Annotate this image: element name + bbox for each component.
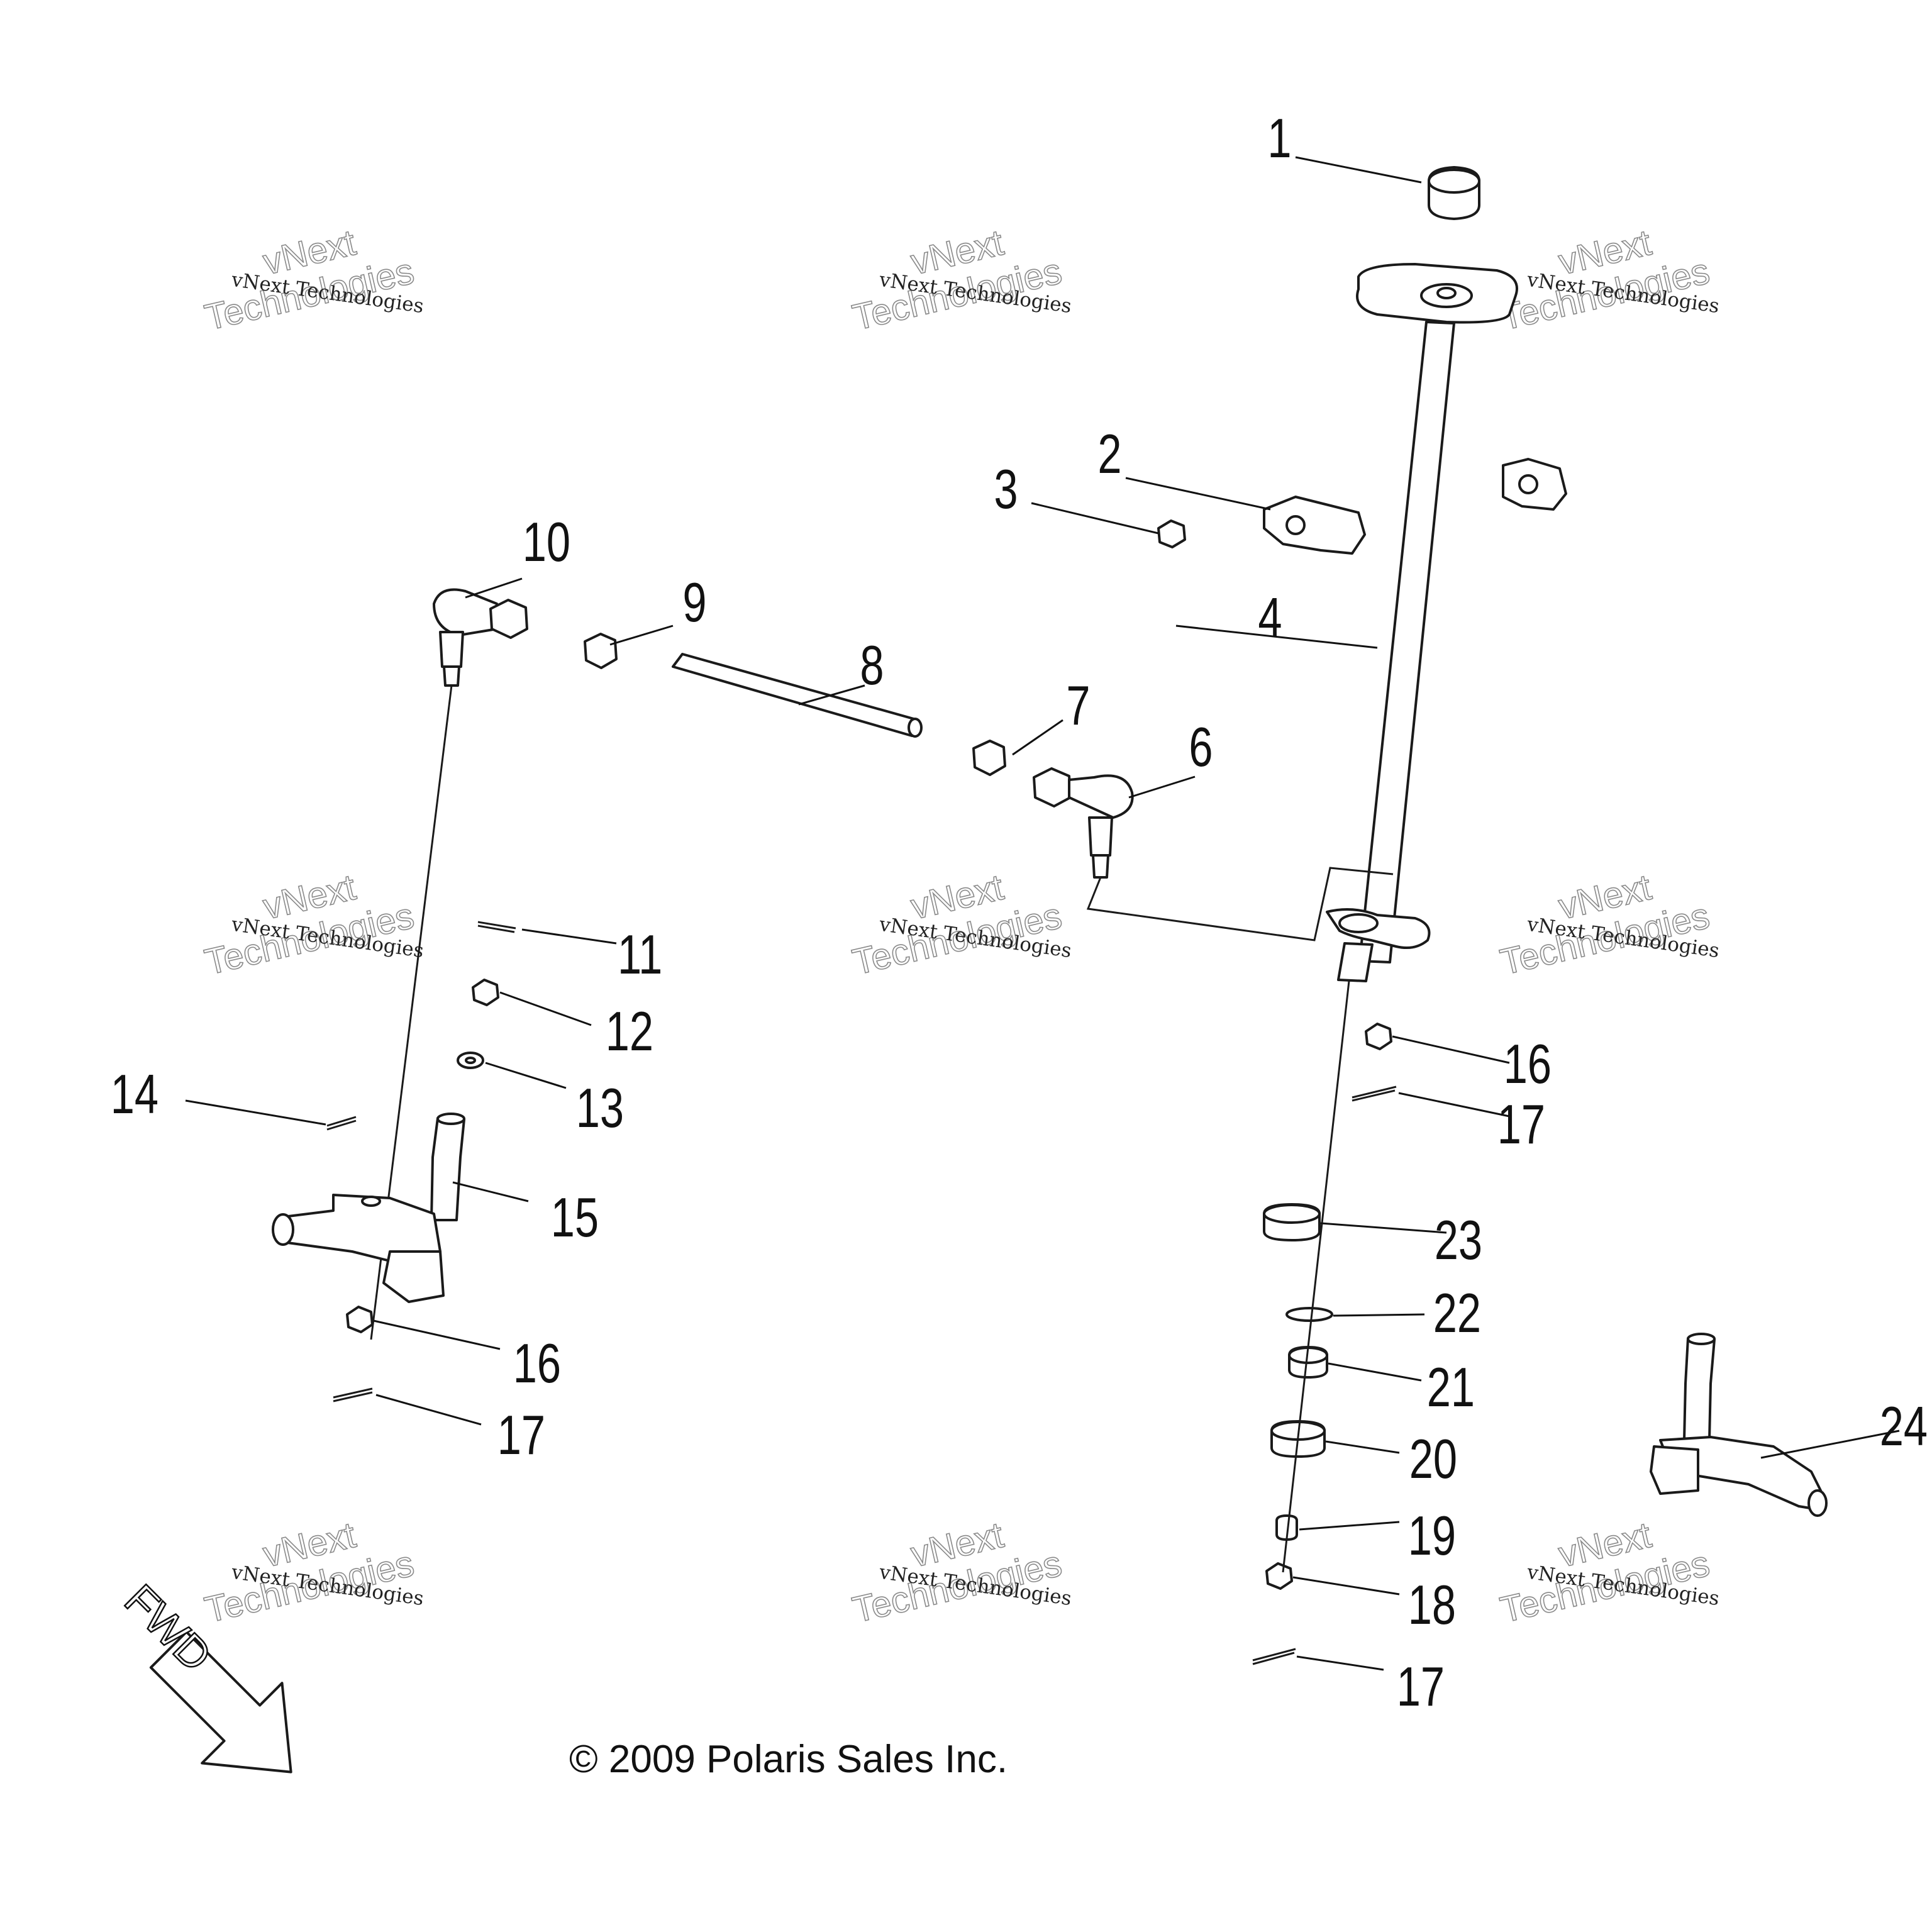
part-23-bearing (1263, 1203, 1321, 1241)
part-4-steering-post (1326, 321, 1455, 982)
callout-10: 10 (523, 511, 570, 573)
part-8-tie-rod (672, 653, 923, 738)
part-15-spindle (272, 1113, 465, 1303)
part-24-spindle (1650, 1333, 1828, 1517)
part-16-nut-left (346, 1306, 374, 1333)
callout-4: 4 (1258, 587, 1282, 648)
callout-15: 15 (551, 1187, 599, 1248)
part-1-cap (1428, 166, 1480, 220)
callout-20: 20 (1409, 1428, 1457, 1490)
part-16-nut-right (1365, 1023, 1392, 1050)
callout-17-bottom: 17 (1397, 1656, 1445, 1718)
part-7-jam-nut (972, 740, 1006, 776)
callout-13: 13 (576, 1077, 624, 1139)
part-17-cotter-pin-bottom (1252, 1648, 1296, 1665)
left-spindle-assembly (272, 685, 516, 1402)
callout-17-right-upper: 17 (1497, 1094, 1545, 1155)
callout-14: 14 (111, 1063, 158, 1125)
part-6-tie-rod-end (1033, 767, 1134, 879)
link-line-6 (1086, 867, 1394, 941)
callout-16-left: 16 (513, 1333, 561, 1394)
part-17-cotter-pin-upper (1352, 1085, 1397, 1102)
callout-12: 12 (606, 1001, 653, 1062)
callout-9: 9 (682, 572, 706, 633)
part-14-cotter-pin (326, 1116, 357, 1131)
callout-21: 21 (1427, 1357, 1475, 1418)
steering-post-assembly (1157, 166, 1567, 1665)
callout-11: 11 (618, 924, 662, 985)
part-13-washer (457, 1052, 484, 1069)
callout-labels: 1 2 3 4 6 7 8 9 10 11 12 13 14 15 16 16 … (111, 108, 1928, 1718)
part-9-jam-nut (584, 633, 618, 669)
part-11-cotter-pin (477, 921, 516, 933)
copyright-notice: © 2009 Polaris Sales Inc. (569, 1738, 1008, 1781)
part-12-nut (472, 979, 499, 1006)
part-2-bracket (1263, 458, 1567, 555)
tie-rod-assembly (433, 588, 1394, 941)
callout-17-left: 17 (497, 1404, 545, 1466)
callout-6: 6 (1189, 716, 1213, 778)
callout-23: 23 (1435, 1209, 1482, 1271)
part-3-nut (1157, 519, 1186, 548)
part-17-cotter-pin-left (333, 1387, 373, 1402)
part-4-top-plate (1356, 263, 1518, 324)
callout-24: 24 (1880, 1396, 1928, 1457)
callout-7: 7 (1066, 675, 1090, 736)
callout-22: 22 (1433, 1282, 1481, 1344)
callout-18: 18 (1408, 1574, 1456, 1636)
part-10-tie-rod-end (433, 588, 528, 687)
arrow-icon (149, 1630, 292, 1774)
leader-lines (185, 156, 1900, 1671)
callout-19: 19 (1408, 1505, 1456, 1567)
callout-2: 2 (1097, 423, 1121, 485)
part-18-nut (1265, 1562, 1293, 1590)
part-22-ring (1285, 1307, 1333, 1322)
callout-16-right: 16 (1504, 1033, 1552, 1095)
part-19-spacer (1275, 1514, 1298, 1541)
callout-1: 1 (1267, 108, 1291, 169)
callout-8: 8 (860, 635, 884, 696)
assembly-axis-right (1282, 980, 1350, 1573)
callout-3: 3 (994, 458, 1018, 520)
